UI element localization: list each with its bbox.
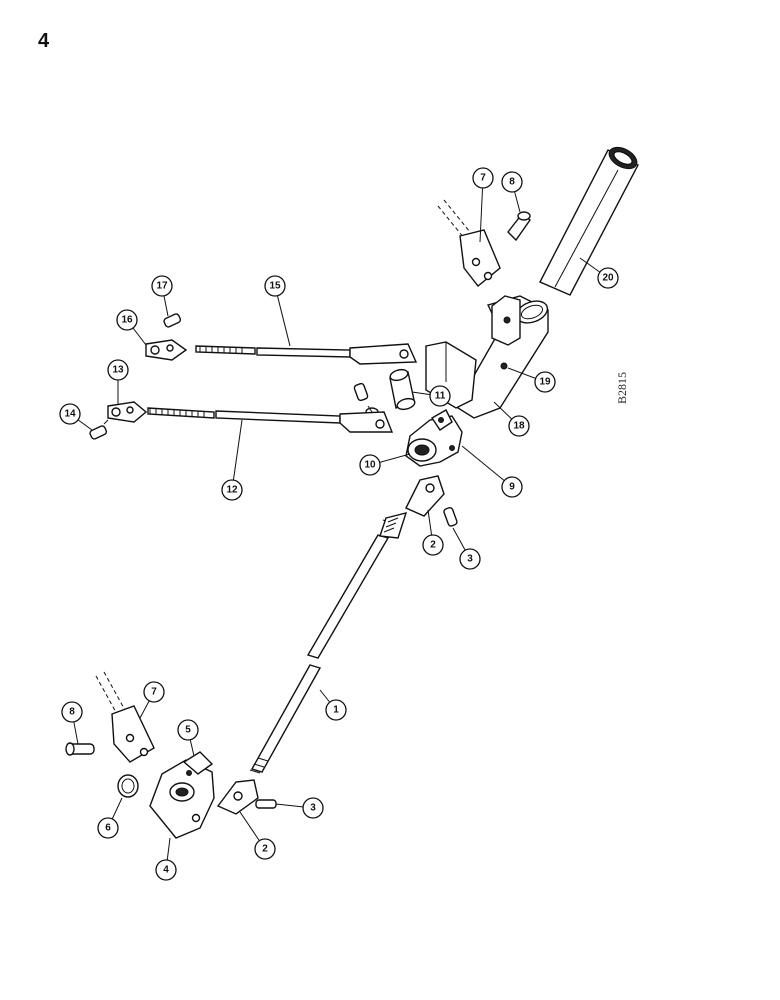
svg-text:10: 10 [364, 460, 376, 471]
callout-14: 14 [59, 403, 81, 425]
svg-text:6: 6 [105, 823, 111, 834]
part-3-upper-pin [443, 506, 458, 527]
svg-text:7: 7 [151, 687, 157, 698]
callout-8-upper: 8 [501, 171, 523, 193]
svg-text:2: 2 [430, 540, 436, 551]
callout-4: 4 [155, 859, 177, 881]
callout-6: 6 [97, 817, 119, 839]
svg-text:20: 20 [602, 273, 614, 284]
svg-text:8: 8 [509, 177, 515, 188]
part-16-clevis [145, 339, 188, 361]
part-15-rod [195, 343, 418, 365]
part-7-upper-clevis [437, 199, 501, 287]
callout-1: 1 [325, 699, 347, 721]
svg-text:4: 4 [163, 865, 169, 876]
part-7-lower-clevis [95, 671, 155, 763]
callout-3-lower: 3 [302, 797, 324, 819]
callout-15: 15 [264, 275, 286, 297]
callout-10: 10 [359, 454, 381, 476]
callout-18: 18 [508, 415, 530, 437]
part-6-snap-ring [117, 774, 139, 798]
svg-text:16: 16 [121, 315, 133, 326]
callout-13: 13 [107, 359, 129, 381]
part-2-lower-clevis [216, 779, 259, 815]
callout-2-upper: 2 [422, 534, 444, 556]
page-number: 4 [38, 30, 50, 52]
leader-lines [69, 177, 609, 871]
callout-2-lower: 2 [254, 838, 276, 860]
part-20-tube [539, 146, 639, 296]
svg-text:3: 3 [310, 803, 316, 814]
svg-text:1: 1 [333, 705, 339, 716]
part-4-plate [149, 751, 215, 839]
callout-16: 16 [116, 309, 138, 331]
part-8-upper-pin [507, 211, 531, 242]
callout-7-lower: 7 [143, 681, 165, 703]
svg-text:9: 9 [509, 482, 515, 493]
callout-9: 9 [501, 476, 523, 498]
callout-11: 11 [429, 385, 451, 407]
part-3-lower-pin [255, 799, 277, 809]
callout-20: 20 [597, 267, 619, 289]
callout-5: 5 [177, 719, 199, 741]
part-14-pin [89, 419, 109, 440]
callout-8-lower: 8 [61, 701, 83, 723]
part-13-clevis [107, 401, 148, 423]
svg-text:11: 11 [435, 391, 446, 402]
figure-code: B2815 [615, 372, 629, 404]
svg-text:3: 3 [467, 554, 473, 565]
callout-3-upper: 3 [459, 548, 481, 570]
part-8-lower-pin [65, 742, 95, 756]
part-9-lever-hub [405, 409, 463, 467]
svg-text:17: 17 [156, 281, 168, 292]
part-1-main-rod [249, 512, 408, 774]
svg-text:18: 18 [513, 421, 525, 432]
callout-17: 17 [151, 275, 173, 297]
svg-text:12: 12 [226, 485, 238, 496]
part-11-bushing [389, 368, 416, 411]
svg-text:8: 8 [69, 707, 75, 718]
part-2-upper-clevis [405, 475, 445, 517]
svg-text:13: 13 [112, 365, 124, 376]
callout-12: 12 [221, 479, 243, 501]
svg-text:7: 7 [480, 173, 486, 184]
svg-text:2: 2 [262, 844, 268, 855]
svg-text:14: 14 [64, 409, 76, 420]
callout-7-upper: 7 [472, 167, 494, 189]
part-12-rod [147, 407, 394, 433]
part-17-pin [163, 313, 182, 328]
svg-text:15: 15 [269, 281, 281, 292]
svg-text:19: 19 [539, 377, 551, 388]
part-18-bracket [425, 295, 549, 419]
svg-text:5: 5 [185, 725, 191, 736]
callout-19: 19 [534, 371, 556, 393]
